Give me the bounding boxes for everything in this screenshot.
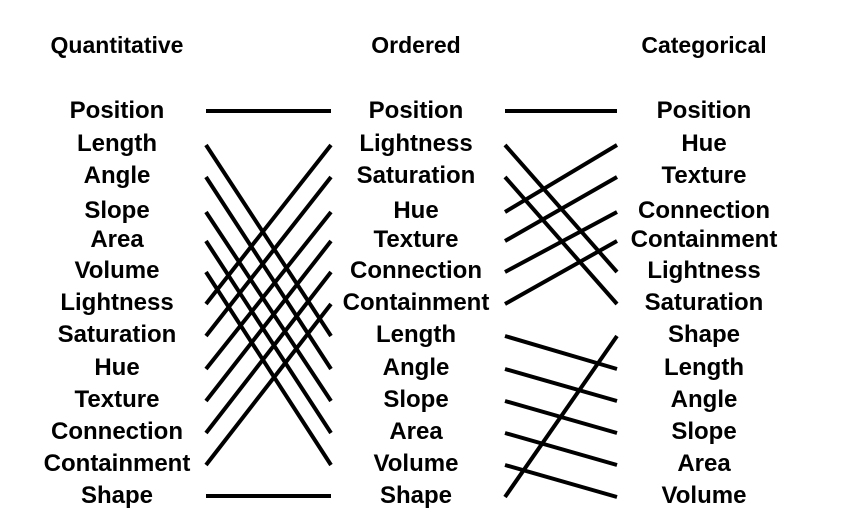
categorical-item-lightness: Lightness [647, 257, 761, 284]
categorical-item-saturation: Saturation [644, 289, 764, 316]
connector-ordered-categorical-angle [504, 367, 618, 403]
connector-ordered-categorical-area [504, 431, 618, 467]
quantitative-item-texture: Texture [74, 386, 160, 413]
quantitative-item-area: Area [90, 226, 144, 253]
connector-quantitative-ordered-hue [204, 210, 333, 371]
connector-quantitative-ordered-saturation [204, 175, 333, 338]
connector-quantitative-ordered-containment [204, 302, 333, 467]
quantitative-item-angle: Angle [83, 162, 151, 189]
connector-quantitative-ordered-area [204, 239, 333, 435]
connector-ordered-categorical-connection [504, 210, 618, 274]
connector-quantitative-ordered-connection [204, 270, 333, 435]
connector-ordered-categorical-texture [504, 175, 618, 243]
connector-ordered-categorical-length [504, 334, 618, 371]
ordered-item-connection: Connection [350, 257, 482, 284]
quantitative-item-shape: Shape [80, 482, 154, 509]
quantitative-item-lightness: Lightness [60, 289, 174, 316]
categorical-item-containment: Containment [630, 226, 778, 253]
categorical-item-connection: Connection [638, 197, 770, 224]
quantitative-item-position: Position [69, 97, 165, 124]
ordered-item-length: Length [376, 321, 456, 348]
ordered-item-shape: Shape [379, 482, 453, 509]
categorical-item-hue: Hue [681, 130, 727, 157]
column-title-categorical: Categorical [641, 32, 767, 58]
categorical-item-position: Position [656, 97, 752, 124]
quantitative-item-saturation: Saturation [57, 321, 177, 348]
ordered-item-position: Position [368, 97, 464, 124]
column-title-quantitative: Quantitative [50, 32, 184, 58]
column-title-ordered: Ordered [371, 32, 461, 58]
quantitative-item-connection: Connection [51, 418, 183, 445]
connector-quantitative-ordered-slope [204, 210, 333, 403]
ordered-item-lightness: Lightness [359, 130, 473, 157]
quantitative-item-length: Length [77, 130, 157, 157]
categorical-item-area: Area [677, 450, 731, 477]
quantitative-item-containment: Containment [43, 450, 191, 477]
ordered-item-saturation: Saturation [356, 162, 476, 189]
connector-ordered-categorical-hue [503, 143, 619, 214]
connector-quantitative-ordered-length [204, 143, 333, 338]
connector-ordered-categorical-shape [503, 334, 619, 499]
connector-ordered-categorical-containment [504, 239, 618, 306]
ordered-item-hue: Hue [393, 197, 439, 224]
quantitative-item-hue: Hue [94, 354, 140, 381]
categorical-item-angle: Angle [670, 386, 738, 413]
ordered-item-area: Area [389, 418, 443, 445]
categorical-item-slope: Slope [671, 418, 737, 445]
categorical-item-shape: Shape [667, 321, 741, 348]
categorical-item-length: Length [664, 354, 744, 381]
ordered-item-angle: Angle [382, 354, 450, 381]
categorical-item-texture: Texture [661, 162, 747, 189]
connector-quantitative-ordered-volume [204, 270, 333, 467]
ordered-item-volume: Volume [373, 450, 459, 477]
connector-quantitative-ordered-lightness [204, 143, 333, 306]
connector-quantitative-ordered-texture [204, 239, 333, 403]
ordered-item-texture: Texture [373, 226, 459, 253]
categorical-item-volume: Volume [661, 482, 747, 509]
connector-quantitative-ordered-angle [204, 175, 333, 371]
quantitative-item-volume: Volume [74, 257, 160, 284]
quantitative-item-slope: Slope [84, 197, 150, 224]
ordered-item-slope: Slope [383, 386, 449, 413]
ordered-item-containment: Containment [342, 289, 490, 316]
